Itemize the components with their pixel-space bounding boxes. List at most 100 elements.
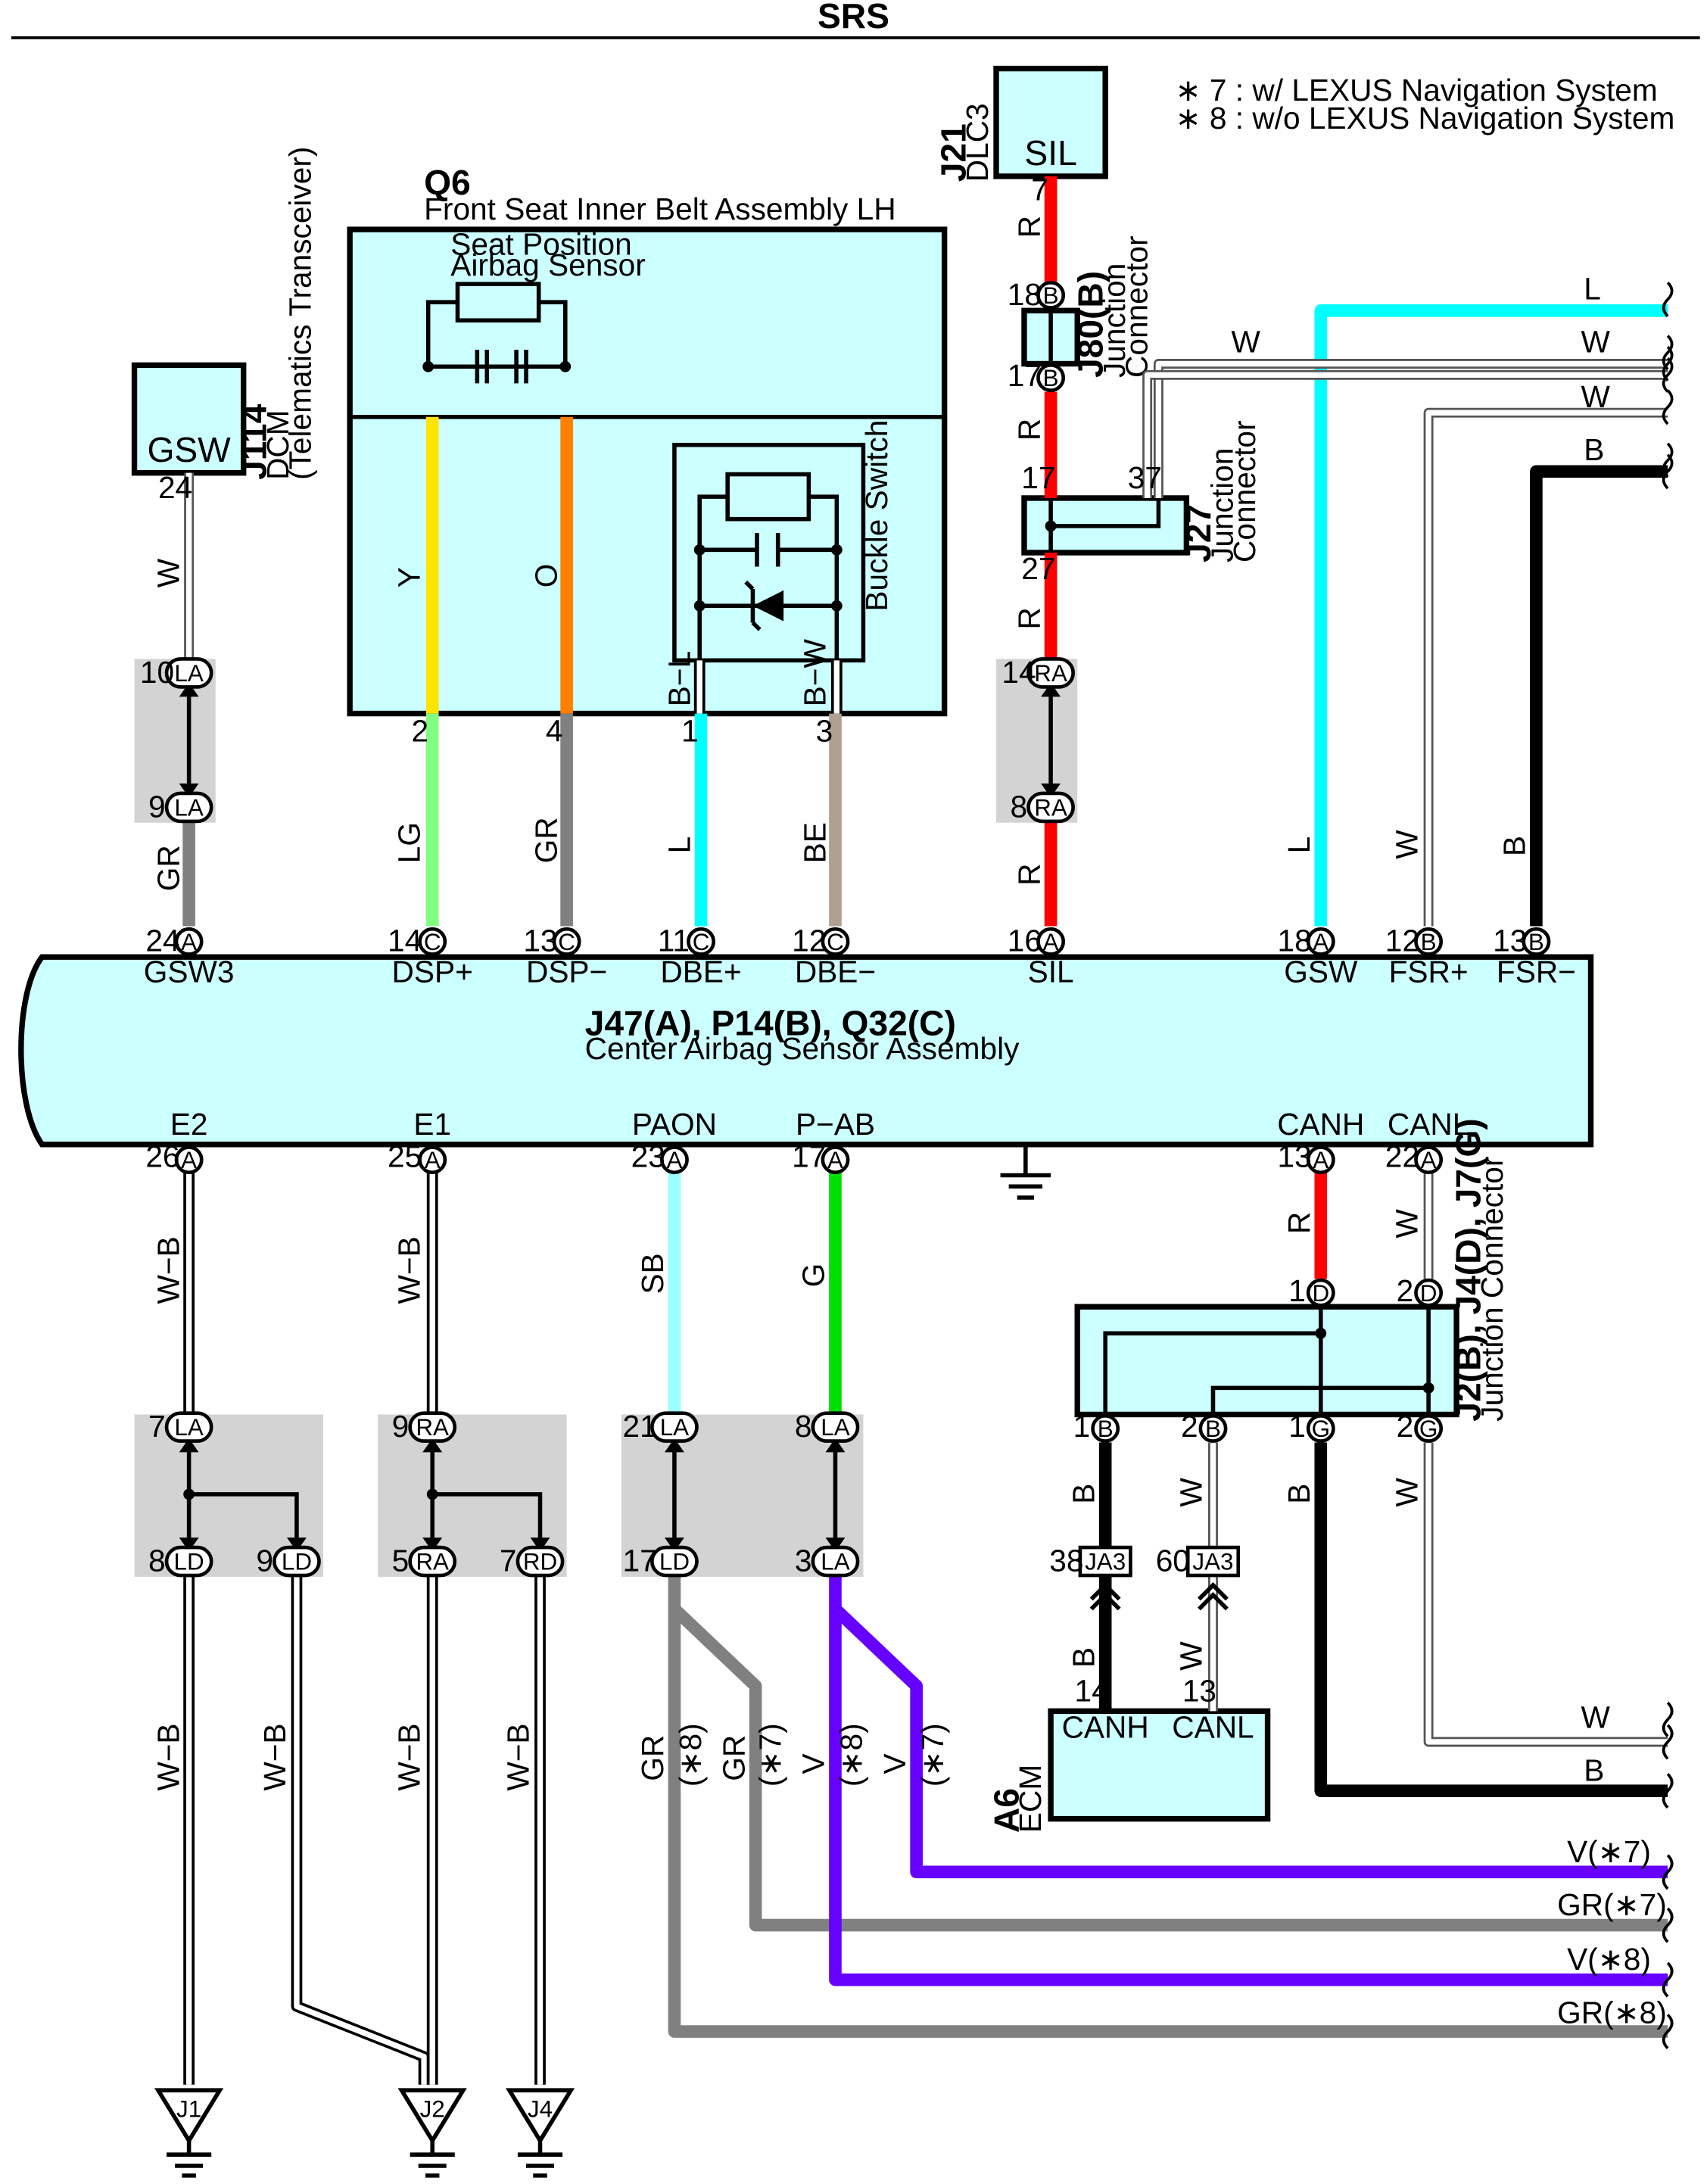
dlc3-pin-label: SIL [1024, 133, 1076, 173]
buckle-switch-label: Buckle Switch [859, 420, 894, 612]
wire-label-r-1: R [1011, 216, 1046, 238]
wire-label-w-fsr: W [1389, 830, 1424, 859]
pin-a25: 25 [388, 1139, 422, 1173]
seat-sensor-circuit [425, 300, 568, 369]
connector-ld-8-letter: LD [174, 1549, 204, 1575]
splice-e1-arrows [422, 1438, 550, 1552]
pin-dlc-7: 7 [1031, 172, 1048, 207]
connector-jc-g2 [1414, 1414, 1444, 1443]
ja3-60-chevron [1198, 1582, 1229, 1611]
wire-label-gr-8: GR [635, 1735, 670, 1781]
wire-label-sb: SB [635, 1253, 670, 1294]
j80-name-2: Connector [1120, 235, 1154, 378]
wire-break-9 [1662, 1773, 1674, 1809]
connector-top-7 [1414, 927, 1444, 956]
buckle-switch-zener [752, 590, 784, 622]
wire-label-wb-e2: W−B [151, 1236, 186, 1304]
pin-q6-4: 4 [546, 714, 563, 749]
wire-layer [179, 176, 1668, 2085]
wire-label-b-jcg1: B [1282, 1484, 1316, 1504]
wire-label-bw: B−W [798, 638, 833, 706]
wire-break-12 [1662, 1961, 1674, 1998]
connector-jc-d1-letter: D [1312, 1280, 1329, 1307]
term-e1: E1 [413, 1107, 451, 1142]
wire-fsr-plus-w [1425, 410, 1668, 927]
pin-g2: 2 [1397, 1409, 1414, 1444]
connector-ra-5-letter: RA [416, 1549, 449, 1575]
connector-jc-b1 [1091, 1414, 1120, 1443]
connector-bottom-1-letter: A [425, 1147, 441, 1173]
connector-ld-9 [273, 1545, 321, 1578]
connector-la-8 [811, 1411, 860, 1443]
pin-la-8: 8 [795, 1409, 812, 1444]
wire-label-w-right-1: W [1581, 325, 1611, 360]
seat-sensor-node-l [422, 360, 435, 372]
seat-sensor-capacitor [475, 350, 528, 384]
j27-node [1045, 520, 1057, 532]
connector-la-10-letter: LA [174, 660, 203, 687]
seat-sensor-node-r [559, 360, 572, 372]
j80-name: Junction [1097, 263, 1132, 378]
ecm-pin-canh: CANH [1062, 1709, 1149, 1744]
pin-la-3: 3 [795, 1543, 812, 1578]
wire-label-r-3: R [1011, 607, 1046, 629]
jc-bus-1 [1103, 1307, 1323, 1415]
wire-label-gr7: GR(∗7) [1557, 1887, 1667, 1922]
wire-label-l-dbe: L [662, 837, 696, 854]
connector-top-5 [1036, 927, 1066, 956]
term-sil: SIL [1028, 954, 1074, 989]
pin-b2: 2 [1181, 1409, 1198, 1444]
wire-label-w-canl: W [1389, 1209, 1424, 1238]
wire-label-b-low: B [1584, 1753, 1604, 1788]
wire-note-8-gr: (∗8) [673, 1723, 708, 1787]
dlc3-name: DLC3 [960, 103, 995, 182]
pin-ecm-14: 14 [1075, 1673, 1109, 1708]
note-8: ∗ 8 : w/o LEXUS Navigation System [1176, 101, 1675, 136]
wire-jcg2-w-outline [1423, 1442, 1668, 1747]
pin-ld-17: 17 [623, 1543, 657, 1578]
pin-a16: 16 [1008, 924, 1042, 958]
connector-jc-d2 [1414, 1278, 1444, 1307]
connector-rd-7 [516, 1545, 565, 1578]
wire-label-w-low: W [1581, 1700, 1611, 1734]
connector-jc-g1-letter: G [1312, 1416, 1330, 1442]
buckle-node-4 [830, 600, 843, 612]
wire-break-3 [1662, 357, 1674, 393]
wire-break-8 [1662, 1724, 1674, 1760]
pin-a26: 26 [145, 1139, 179, 1173]
wire-v8 [829, 1576, 1668, 1986]
wire-label-lg: LG [392, 822, 427, 863]
wire-label-o: O [529, 564, 564, 588]
wire-jcg1-b [1314, 1442, 1668, 1797]
connector-jc-b2 [1198, 1414, 1228, 1443]
q6-name: Front Seat Inner Belt Assembly LH [424, 192, 896, 226]
pin-ra-8: 8 [1010, 789, 1027, 824]
pin-b1: 1 [1073, 1409, 1091, 1444]
connector-rd-7-letter: RD [523, 1549, 557, 1575]
ecm-pin-canl: CANL [1172, 1709, 1254, 1744]
connector-la-21-letter: LA [660, 1414, 689, 1441]
center-airbag-box [18, 954, 1594, 1148]
wire-v7 [830, 1604, 1668, 1879]
dlc3-code: J21 [933, 123, 973, 182]
jc-name: Junction Connector [1475, 1157, 1509, 1422]
ground-J1-earth [167, 2140, 212, 2178]
dcm-code: J114 [234, 403, 273, 480]
pin-ja3-60: 60 [1156, 1543, 1190, 1578]
connector-bottom-4 [1306, 1145, 1335, 1175]
connector-ra-9 [408, 1411, 457, 1443]
connector-top-1 [418, 927, 447, 956]
connector-ja3-60 [1185, 1545, 1241, 1578]
buckle-switch-zener-bar [744, 580, 762, 631]
wire-fsr-plus-w-outline [1423, 407, 1668, 927]
buckle-switch-circuit [697, 494, 839, 661]
wire-label-v7: V(∗7) [1567, 1834, 1651, 1869]
pin-ld-9: 9 [256, 1543, 273, 1578]
pin-b13: 13 [1493, 924, 1527, 958]
wire-j27-w [1155, 360, 1668, 498]
connector-ld-8 [164, 1545, 213, 1578]
connector-top-8-letter: B [1528, 929, 1544, 955]
connector-bottom-5-letter: A [1421, 1147, 1437, 1173]
wire-label-r-4: R [1011, 864, 1046, 886]
connector-ld-9-letter: LD [282, 1549, 312, 1575]
